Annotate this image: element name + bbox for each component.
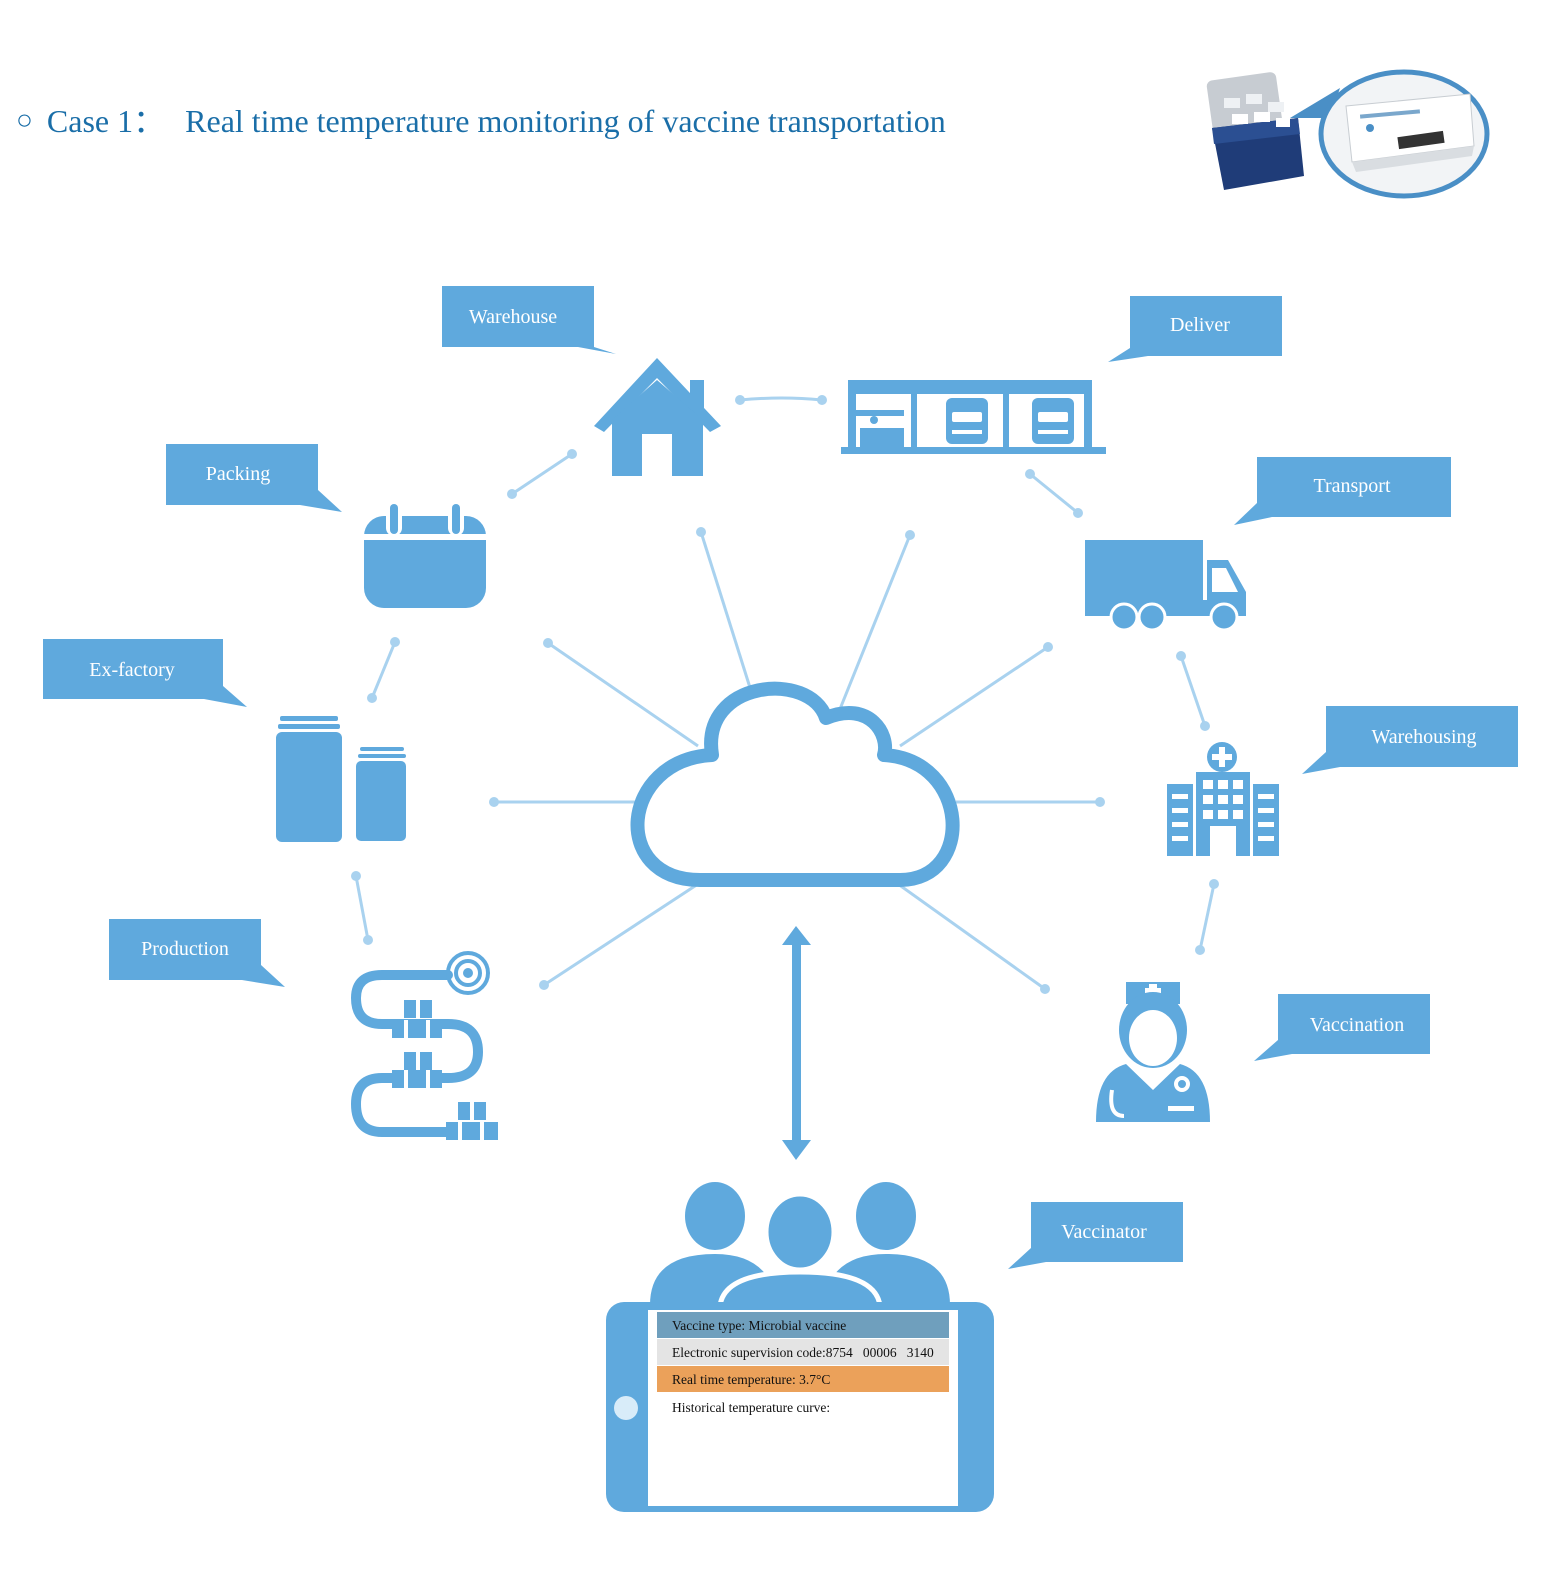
title-text: Real time temperature monitoring of vacc… bbox=[185, 103, 946, 139]
stage-label-ex-factory: Ex-factory bbox=[89, 659, 175, 681]
vaccine-package-icon bbox=[1345, 93, 1475, 172]
callout-deliver: Deliver bbox=[1108, 296, 1282, 362]
delivery-truck-windows bbox=[952, 412, 1068, 434]
hospital-icon bbox=[1167, 742, 1279, 856]
group-icon bbox=[650, 1182, 950, 1309]
history-curve-label: Historical temperature curve: bbox=[672, 1400, 830, 1415]
stage-label-production: Production bbox=[141, 938, 229, 960]
nurse-icon bbox=[1096, 982, 1210, 1122]
callout-vaccinator: Vaccinator bbox=[1008, 1202, 1183, 1269]
stage-label-vaccination: Vaccination bbox=[1310, 1014, 1404, 1036]
vaccine-type-text: Vaccine type: Microbial vaccine bbox=[672, 1318, 846, 1333]
ring-connector-dots bbox=[351, 395, 1219, 955]
supervision-code-text: Electronic supervision code:8754 00006 3… bbox=[672, 1345, 934, 1360]
vaccine-cooler-image bbox=[1206, 69, 1490, 199]
spoke-end-dots bbox=[489, 527, 1105, 994]
real-time-temperature-text: Real time temperature: 3.7°C bbox=[672, 1372, 830, 1387]
house-icon bbox=[594, 358, 721, 476]
stage-label-warehouse: Warehouse bbox=[469, 306, 557, 328]
callout-warehousing: Warehousing bbox=[1302, 706, 1518, 774]
stage-label-deliver: Deliver bbox=[1170, 314, 1230, 336]
cooler-box-icon bbox=[1206, 72, 1304, 190]
truck-icon bbox=[1085, 540, 1246, 632]
bullet-circle-icon: ○ bbox=[16, 105, 33, 136]
double-arrow-icon bbox=[782, 926, 811, 1160]
page-title: ○ Case 1： Real time temperature monitoring… bbox=[16, 96, 946, 142]
package-icon bbox=[364, 500, 486, 608]
conveyor-icon bbox=[350, 951, 498, 1140]
callout-ex-factory: Ex-factory bbox=[43, 639, 247, 707]
vials-icon bbox=[276, 716, 406, 842]
callout-warehouse: Warehouse bbox=[442, 286, 616, 354]
callout-packing: Packing bbox=[166, 444, 342, 512]
callout-transport: Transport bbox=[1234, 457, 1451, 525]
ring-connectors bbox=[354, 396, 1216, 951]
stage-label-vaccinator: Vaccinator bbox=[1061, 1221, 1147, 1243]
cloud-spokes bbox=[494, 531, 1100, 991]
callout-vaccination: Vaccination bbox=[1254, 994, 1430, 1061]
stage-label-packing: Packing bbox=[206, 463, 270, 485]
stage-label-warehousing: Warehousing bbox=[1371, 726, 1476, 748]
cloud-icon bbox=[630, 681, 960, 887]
case-label: Case 1： bbox=[46, 103, 166, 139]
stage-label-transport: Transport bbox=[1313, 475, 1390, 497]
callout-production: Production bbox=[109, 919, 285, 987]
tablet-device bbox=[606, 1302, 994, 1512]
